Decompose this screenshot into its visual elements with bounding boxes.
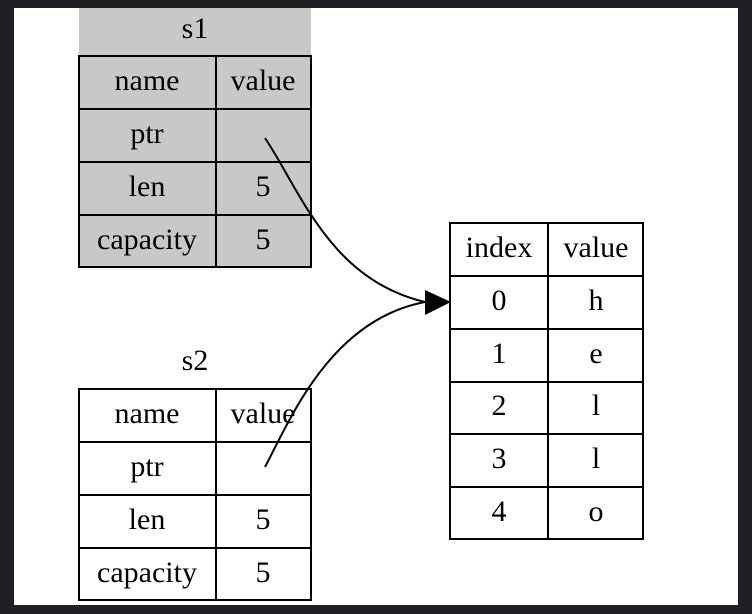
heap-value: o xyxy=(589,495,604,528)
s1-row-ptr-name: ptr xyxy=(130,117,163,150)
heap-index: 3 xyxy=(492,442,507,475)
s1-table: s1 name value ptr len 5 capacity 5 xyxy=(78,8,312,268)
s2-row-ptr-name: ptr xyxy=(130,450,163,483)
heap-table: index value 0 h 1 e 2 l 3 l 4 o xyxy=(449,222,644,540)
s2-header-value: value xyxy=(231,397,296,430)
s1-title: s1 xyxy=(182,12,209,45)
s2-row-capacity-value: 5 xyxy=(256,556,271,589)
heap-header-index: index xyxy=(466,231,533,264)
s1-row-len-value: 5 xyxy=(256,170,271,203)
s1-header-name: name xyxy=(115,64,180,97)
s2-header-name: name xyxy=(115,397,180,430)
heap-index: 4 xyxy=(492,495,507,528)
s1-ptr-arrow xyxy=(264,137,426,303)
s2-table: s2 name value ptr len 5 capacity 5 xyxy=(78,344,312,601)
s2-title: s2 xyxy=(182,344,209,377)
s1-row-capacity-value: 5 xyxy=(256,223,271,256)
heap-value: l xyxy=(592,389,600,422)
s1-shade xyxy=(79,8,311,267)
heap-value: l xyxy=(592,442,600,475)
heap-index: 0 xyxy=(492,284,507,317)
s2-row-len-name: len xyxy=(129,503,166,536)
s1-row-len-name: len xyxy=(129,170,166,203)
heap-index: 2 xyxy=(492,389,507,422)
s2-row-len-value: 5 xyxy=(256,503,271,536)
heap-value: h xyxy=(589,284,604,317)
heap-index: 1 xyxy=(492,337,507,370)
s2-row-capacity-name: capacity xyxy=(97,556,197,589)
s1-row-capacity-name: capacity xyxy=(97,223,197,256)
s2-ptr-arrow xyxy=(264,301,426,468)
heap-value: e xyxy=(589,337,602,370)
arrowhead-icon xyxy=(425,290,451,315)
s1-header-value: value xyxy=(231,64,296,97)
heap-header-value: value xyxy=(564,231,629,264)
